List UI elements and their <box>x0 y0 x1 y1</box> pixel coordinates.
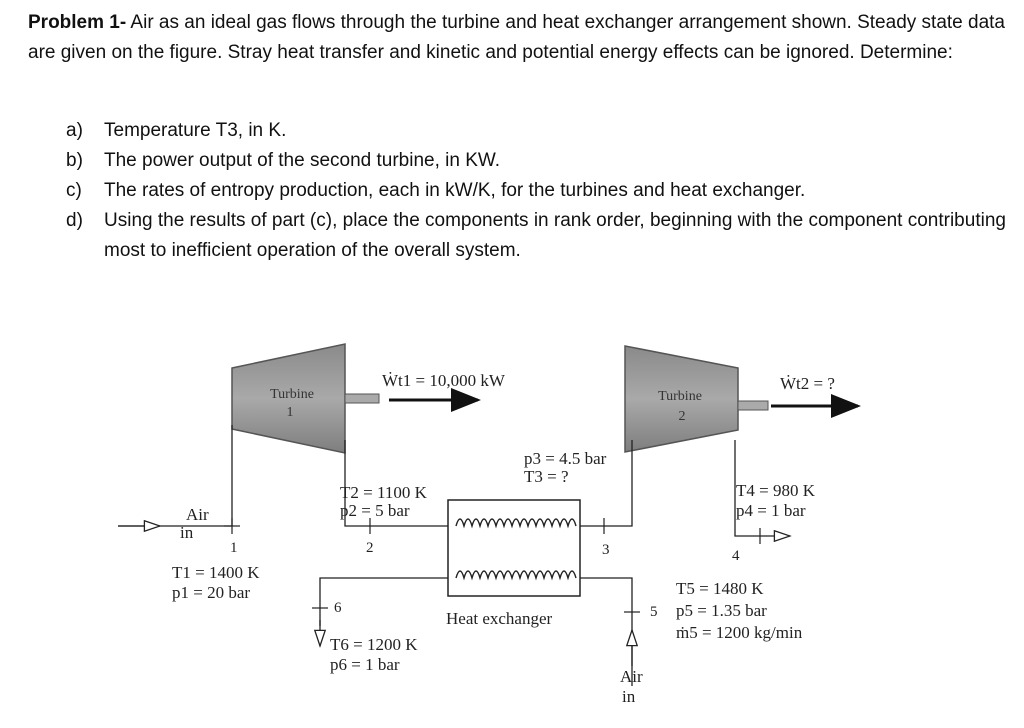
question-c: c) The rates of entropy production, each… <box>66 176 1006 206</box>
state-1-pressure: p1 = 20 bar <box>172 583 250 602</box>
question-text: Using the results of part (c), place the… <box>104 210 1006 261</box>
heat-exchanger <box>447 499 581 597</box>
turbine-2: Turbine 2 <box>624 345 769 453</box>
air-in-bottom-label: Air <box>620 667 643 686</box>
problem-statement: Problem 1- Air as an ideal gas flows thr… <box>28 8 1008 68</box>
question-a: a) Temperature T3, in K. <box>66 116 1006 146</box>
state-6-temperature: T6 = 1200 K <box>330 635 418 654</box>
question-list: a) Temperature T3, in K. b) The power ou… <box>66 116 1006 266</box>
state-3-temperature: T3 = ? <box>524 467 569 486</box>
state-3-number: 3 <box>602 542 610 558</box>
piping <box>118 425 760 686</box>
question-label: a) <box>66 120 83 141</box>
state-4-pressure: p4 = 1 bar <box>736 501 806 520</box>
turbine-2-number: 2 <box>679 409 686 424</box>
state-1-number: 1 <box>230 540 238 556</box>
wt2-label: Ẇt2 = ? <box>780 374 835 393</box>
question-text: The rates of entropy production, each in… <box>104 180 806 201</box>
problem-title: Problem 1- <box>28 12 127 33</box>
state-3-pressure: p3 = 4.5 bar <box>524 449 607 468</box>
state-5-number: 5 <box>650 604 658 620</box>
air-in-bottom-label-2: in <box>622 687 636 706</box>
question-label: c) <box>66 180 82 201</box>
state-6-pressure: p6 = 1 bar <box>330 655 400 674</box>
state-4-number: 4 <box>732 548 740 564</box>
state-5-mass-flow: ṁ5 = 1200 kg/min <box>676 623 803 642</box>
state-1-temperature: T1 = 1400 K <box>172 563 260 582</box>
system-diagram: Turbine 1 Ẇt1 = 10,000 kW Turbine 2 Ẇt2 … <box>118 343 861 706</box>
question-d: d) Using the results of part (c), place … <box>66 206 1006 266</box>
question-b: b) The power output of the second turbin… <box>66 146 1006 176</box>
state-2-temperature: T2 = 1100 K <box>340 483 428 502</box>
air-in-left-label-2: in <box>180 523 194 542</box>
state-5-temperature: T5 = 1480 K <box>676 579 764 598</box>
air-in-left-label: Air <box>186 505 209 524</box>
turbine-1-number: 1 <box>287 405 294 420</box>
turbine-1-label: Turbine <box>270 387 314 402</box>
turbine-2-label: Turbine <box>658 389 702 404</box>
state-6-number: 6 <box>334 600 342 616</box>
state-4-temperature: T4 = 980 K <box>736 481 816 500</box>
heat-exchanger-label: Heat exchanger <box>446 609 553 628</box>
problem-text: Air as an ideal gas flows through the tu… <box>28 12 1005 63</box>
question-text: Temperature T3, in K. <box>104 120 287 141</box>
turbine-1: Turbine 1 <box>231 343 380 454</box>
state-ticks <box>224 518 761 613</box>
state-2-pressure: p2 = 5 bar <box>340 501 410 520</box>
question-text: The power output of the second turbine, … <box>104 150 501 171</box>
state-5-pressure: p5 = 1.35 bar <box>676 601 767 620</box>
state-2-number: 2 <box>366 540 374 556</box>
question-label: b) <box>66 150 83 171</box>
wt1-label: Ẇt1 = 10,000 kW <box>382 371 506 390</box>
question-label: d) <box>66 210 83 231</box>
